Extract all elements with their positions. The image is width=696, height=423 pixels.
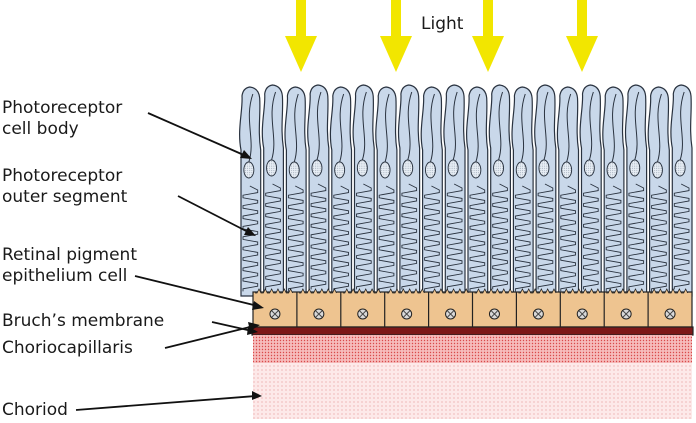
rpe-cell	[340, 288, 381, 327]
photoreceptor-nucleus	[266, 159, 277, 177]
photoreceptor-cell	[397, 84, 421, 297]
photoreceptor-cell	[284, 86, 307, 297]
rpe-cell	[559, 288, 601, 327]
photoreceptor-cell	[670, 84, 693, 297]
photoreceptor-cell	[488, 84, 511, 297]
choriocapillaris-layer	[253, 335, 692, 363]
photoreceptor-cell	[443, 84, 466, 297]
light-arrow-icon	[566, 0, 598, 72]
photoreceptor-cell	[602, 86, 625, 297]
photoreceptor-nucleus	[402, 159, 414, 177]
photoreceptor-cell	[647, 86, 670, 297]
photoreceptor-nucleus	[561, 161, 573, 179]
choroid-layer	[253, 363, 692, 419]
bruchs-membrane	[251, 326, 694, 336]
leader-lines	[75, 112, 259, 411]
label-retinal-pigment-epithelium-cell: Retinal pigment epithelium cell	[2, 245, 137, 286]
photoreceptor-nucleus	[379, 161, 391, 179]
photoreceptor-nucleus	[356, 159, 368, 177]
label-photoreceptor-outer-segment: Photoreceptor outer segment	[2, 166, 128, 207]
photoreceptor-nucleus	[470, 161, 482, 179]
leader-cell-body	[147, 112, 247, 157]
light-arrows	[285, 0, 598, 72]
label-bruchs-membrane: Bruch’s membrane	[2, 311, 165, 331]
photoreceptor-nucleus	[606, 161, 618, 179]
light-label: Light	[421, 14, 464, 34]
photoreceptor-nucleus	[288, 161, 300, 179]
photoreceptor-cell	[420, 86, 443, 297]
light-arrow-icon	[380, 0, 412, 72]
photoreceptor-cell	[261, 84, 284, 297]
leader-bruchs	[211, 321, 253, 332]
leader-choriocapillaris	[164, 325, 255, 349]
photoreceptor-nucleus	[243, 161, 255, 179]
photoreceptor-nucleus	[311, 159, 323, 177]
leader-rpe	[134, 275, 259, 307]
label-choriod: Choriod	[2, 400, 68, 420]
photoreceptor-nucleus	[515, 161, 527, 179]
photoreceptor-nucleus	[447, 159, 459, 177]
photoreceptor-cell	[534, 84, 557, 297]
rpe-cell	[647, 288, 689, 327]
leader-arrowheads	[240, 150, 264, 400]
photoreceptor-nucleus	[538, 159, 550, 177]
light-arrow-icon	[285, 0, 317, 72]
rpe-cell	[255, 288, 293, 320]
rpe-cell	[603, 288, 645, 327]
photoreceptor-cell	[375, 86, 398, 297]
photoreceptor-nucleus	[583, 159, 595, 177]
photoreceptor-cell	[352, 84, 375, 297]
photoreceptor-nucleus	[334, 161, 346, 179]
rpe-cell	[428, 288, 469, 327]
photoreceptor-nucleus	[674, 159, 686, 177]
retinal-pigment-epithelium-layer	[252, 288, 693, 328]
photoreceptor-cell	[579, 84, 602, 297]
photoreceptor-cell	[556, 86, 580, 297]
label-photoreceptor-cell-body: Photoreceptor cell body	[2, 98, 123, 139]
label-choriocapillaris: Choriocapillaris	[2, 338, 133, 358]
photoreceptor-nucleus	[493, 159, 504, 177]
photoreceptor-cell	[511, 86, 534, 297]
photoreceptor-nucleus	[629, 159, 641, 177]
photoreceptor-nucleus	[425, 161, 436, 179]
light-arrow-icon	[472, 0, 504, 72]
photoreceptor-cell	[239, 86, 262, 297]
photoreceptor-cells	[239, 84, 693, 297]
photoreceptor-nucleus	[652, 161, 663, 179]
photoreceptor-cell	[329, 86, 353, 297]
photoreceptor-cell	[466, 86, 489, 297]
photoreceptor-cell	[307, 84, 330, 297]
rpe-cell	[296, 288, 337, 327]
leader-choriod	[75, 395, 257, 411]
leader-outer-segment	[177, 195, 251, 234]
rpe-cell	[471, 288, 513, 327]
rpe-cell	[384, 288, 425, 327]
rpe-cell	[515, 288, 557, 327]
photoreceptor-cell	[624, 84, 648, 297]
